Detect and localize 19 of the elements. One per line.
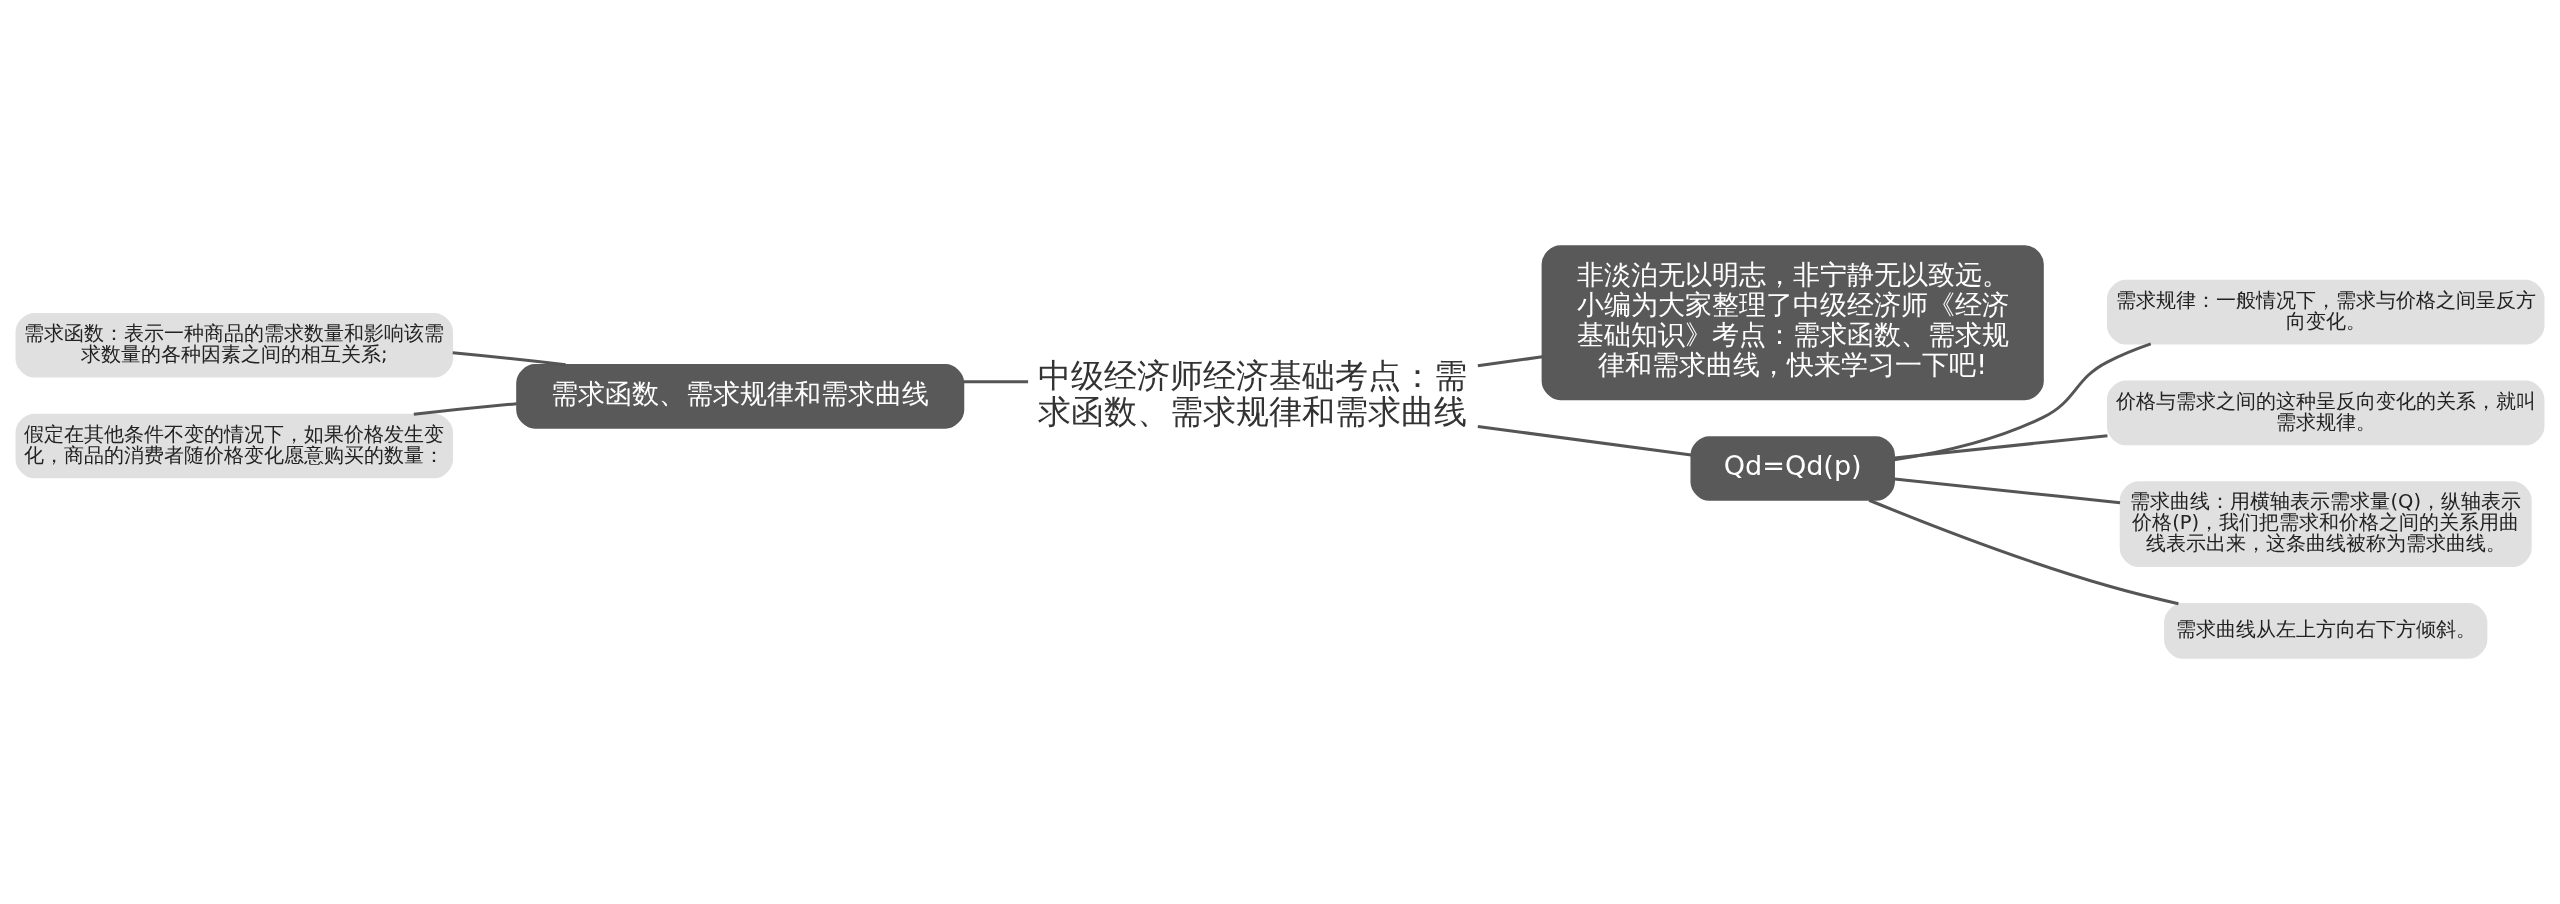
connector [1477, 355, 1543, 368]
connector [452, 351, 566, 367]
connector [1894, 477, 2121, 505]
connector [413, 402, 517, 416]
node-box: 假定在其他条件不变的情况下，如果价格发生变化，商品的消费者随价格变化愿意购买的数量： [15, 413, 454, 479]
node-box: Qd=Qd(p) [1690, 436, 1895, 501]
node-box: 需求曲线：用横轴表示需求量(Q)，纵轴表示价格(P)，我们把需求和价格之间的关系用曲线表示出来，这条曲线被称为需求曲线。 [2119, 481, 2532, 567]
node-text: 中级经济师经济基础考点：需求函数、需求规律和需求曲线 [1038, 355, 1468, 431]
connector [1868, 498, 2179, 606]
node-box: 非淡泊无以明志，非宁静无以致远。小编为大家整理了中级经济师《经济基础知识》考点：需求函数、需求规律和需求曲线，快来学习一下吧! [1541, 245, 2044, 401]
node-box: 需求函数、需求规律和需求曲线 [516, 364, 965, 429]
connector [1894, 434, 2108, 460]
connector [1477, 424, 1692, 457]
connector [963, 380, 1029, 384]
node-box: 需求曲线从左上方向右下方倾斜。 [2164, 603, 2488, 659]
connector [1894, 342, 2152, 462]
node-box: 需求函数：表示一种商品的需求数量和影响该需求数量的各种因素之间的相互关系; [15, 312, 454, 378]
node-box: 价格与需求之间的这种呈反向变化的关系，就叫需求规律。 [2106, 380, 2545, 446]
node-box: 需求规律：一般情况下，需求与价格之间呈反方向变化。 [2106, 279, 2545, 345]
